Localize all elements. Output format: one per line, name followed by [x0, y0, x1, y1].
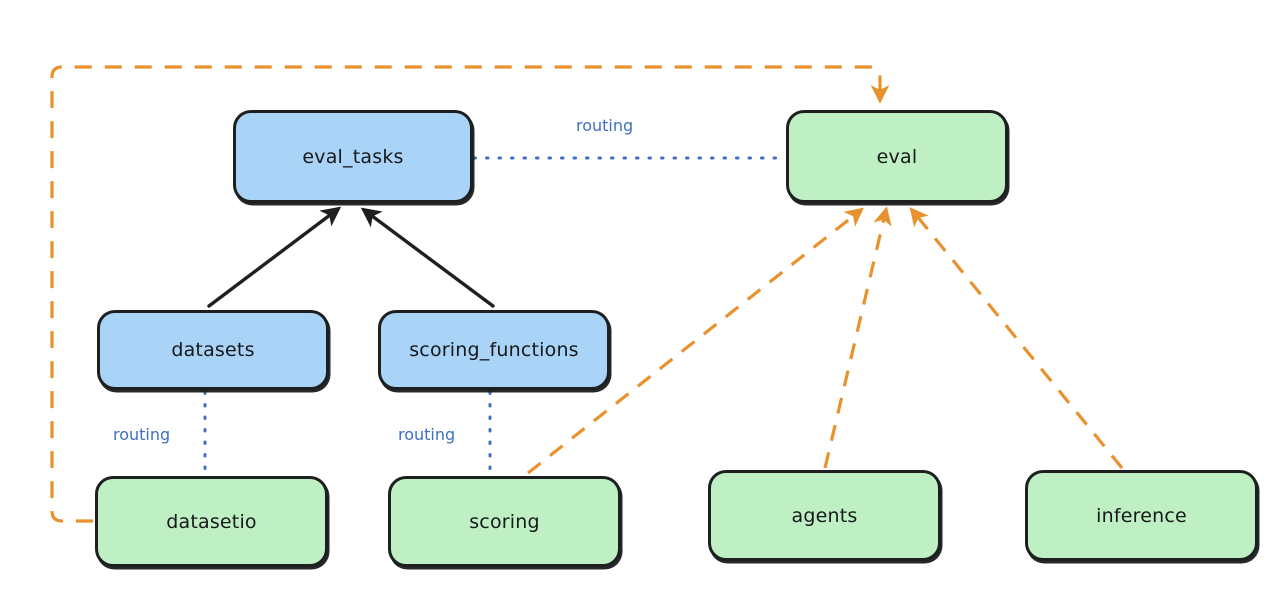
node-scoring-functions[interactable]: scoring_functions: [378, 310, 610, 390]
edge-scoring-eval: [527, 207, 864, 475]
node-label-scoring-functions: scoring_functions: [409, 339, 579, 361]
edge-label-routing-scoring: routing: [395, 425, 459, 444]
edge-scoring_functions-eval_tasks: [360, 207, 495, 308]
node-datasets[interactable]: datasets: [97, 310, 329, 390]
node-label-eval: eval: [876, 145, 918, 168]
node-label-inference: inference: [1096, 504, 1187, 527]
edge-datasetio-eval: [50, 65, 890, 523]
node-eval-tasks[interactable]: eval_tasks: [233, 110, 473, 203]
node-label-agents: agents: [791, 504, 858, 527]
node-inference[interactable]: inference: [1025, 470, 1258, 561]
node-agents[interactable]: agents: [708, 470, 941, 561]
node-scoring[interactable]: scoring: [388, 476, 621, 567]
edge-label-routing-datasetio: routing: [110, 425, 174, 444]
edge-label-routing-eval: routing: [573, 116, 637, 135]
node-eval[interactable]: eval: [786, 110, 1008, 203]
node-label-eval-tasks: eval_tasks: [302, 145, 404, 168]
node-label-scoring: scoring: [469, 510, 540, 533]
node-label-datasetio: datasetio: [166, 510, 257, 533]
node-datasetio[interactable]: datasetio: [95, 476, 328, 567]
edge-datasets-eval_tasks: [207, 206, 342, 308]
node-label-datasets: datasets: [171, 339, 255, 361]
